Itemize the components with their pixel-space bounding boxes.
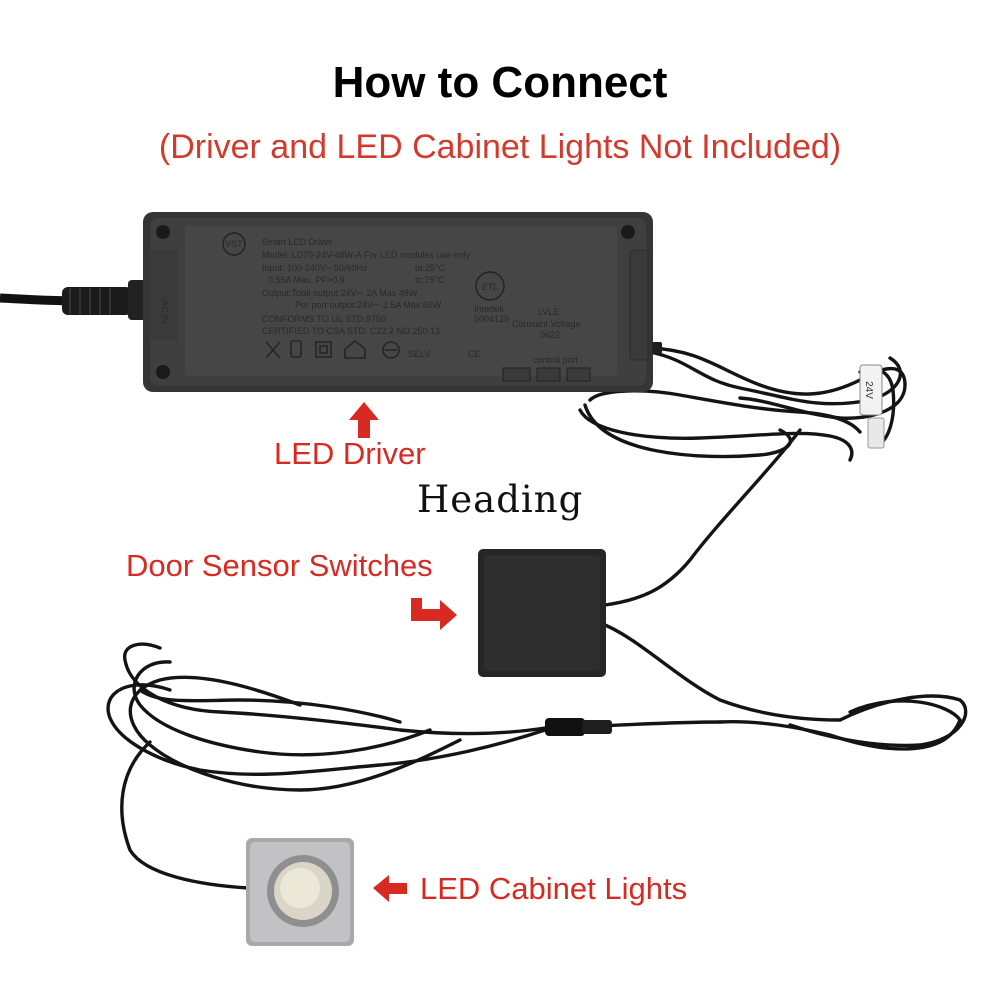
arrow-right-bent-icon	[411, 598, 457, 630]
inline-connector	[545, 718, 612, 736]
driver-line-4b: tc:75°C	[415, 275, 445, 285]
led-driver-label: LED Driver	[274, 436, 426, 471]
certification-icons	[265, 339, 400, 359]
power-cord	[0, 280, 152, 320]
lvle-text: LVLE	[538, 307, 559, 317]
driver-line-2: Model: LD70-24V-48W-A For LED modules us…	[262, 250, 470, 260]
driver-line-3b: ta:25°C	[415, 263, 446, 273]
driver-line-6: Per port output:24V⎓ 2.5A Max 60W	[295, 300, 442, 310]
driver-line-4: 0.55A Max. PF>0.9	[268, 275, 345, 285]
intertek-text: Intertek	[474, 304, 505, 314]
indoor-use-icon	[344, 339, 366, 359]
svg-text:ETL: ETL	[482, 282, 499, 292]
bin-icon	[265, 341, 281, 359]
driver-line-1: Smart LED Driver	[262, 237, 333, 247]
constant-voltage-text: Constant Voltage	[512, 319, 581, 329]
driver-line-5: Output:Total output:24V⎓ 2A Max 48W	[262, 288, 418, 298]
driver-line-8: CERTIFIED TO CSA STD. C22.2 NO.250.13	[262, 326, 440, 336]
brand-text: VST	[225, 239, 243, 249]
double-insulated-icon	[315, 341, 332, 358]
port-label: control port	[533, 355, 579, 365]
driver-ports	[502, 367, 591, 382]
driver-line-3: Input: 100-240V~ 50/60Hz	[262, 263, 368, 273]
lamp-icon	[290, 340, 302, 358]
page-subtitle: (Driver and LED Cabinet Lights Not Inclu…	[158, 128, 842, 166]
door-sensor-label: Door Sensor Switches	[126, 548, 433, 583]
led-driver: AC IN VST Smart LED Driver Model: LD70-2…	[143, 212, 662, 392]
cabinet-icon	[382, 341, 400, 359]
intertek-number: 5004129	[474, 314, 509, 324]
page-title: How to Connect	[332, 58, 668, 107]
selv-mark: SELV	[408, 349, 430, 359]
cable-tag: 24V	[859, 364, 885, 449]
heading-text: Heading	[417, 478, 584, 521]
driver-line-7: CONFORMS TO UL STD.8750	[262, 314, 386, 324]
cable-tag-text: 24V	[863, 381, 874, 399]
arrow-up-icon	[349, 402, 379, 438]
door-sensor-switch	[478, 549, 606, 677]
led-cabinet-light	[246, 838, 354, 946]
ce-mark: CE	[468, 349, 481, 359]
brand-logo	[222, 232, 246, 256]
led-cabinet-lights-label: LED Cabinet Lights	[420, 871, 688, 906]
arrow-left-icon	[373, 875, 407, 902]
etl-mark-icon	[475, 271, 505, 301]
driver-side-text: AC IN	[160, 300, 170, 324]
cv-number: 0622	[540, 330, 560, 340]
